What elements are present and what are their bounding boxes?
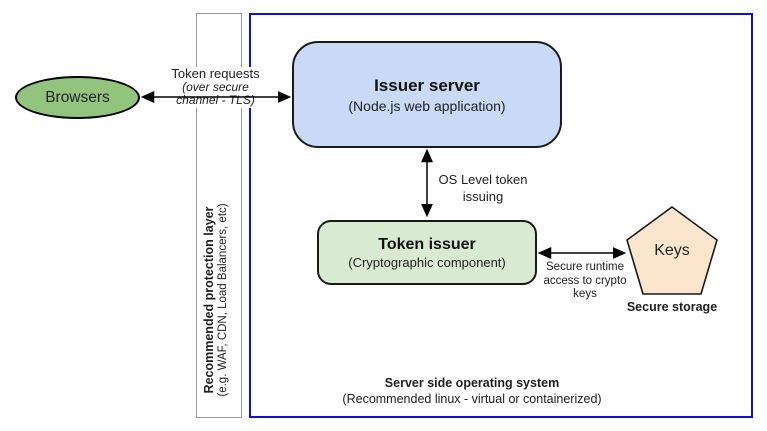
secure-runtime-line1: Secure runtime: [546, 261, 624, 273]
server-os-subtitle: (Recommended linux - virtual or containe…: [342, 391, 602, 406]
token-requests-line1: Token requests: [171, 66, 260, 81]
secure-runtime-edge-label: Secure runtime access to crypto keys: [530, 261, 640, 302]
os-level-edge-label: OS Level token issuing: [433, 172, 533, 206]
secure-storage-caption: Secure storage: [626, 300, 718, 314]
protection-layer-title: Recommended protection layer: [202, 206, 216, 394]
issuer-server-title: Issuer server: [374, 75, 480, 95]
token-issuer-subtitle: (Cryptographic component): [348, 254, 506, 270]
token-issuer-title: Token issuer: [378, 235, 476, 253]
issuer-server-subtitle: (Node.js web application): [348, 97, 506, 114]
server-os-container: [249, 13, 753, 418]
browsers-label: Browsers: [45, 88, 110, 106]
protection-layer-subtitle: (e.g. WAF, CDN, Load Balancers, etc): [217, 203, 229, 397]
protection-layer-label: Recommended protection layer (e.g. WAF, …: [202, 190, 236, 410]
issuer-server-node: Issuer server (Node.js web application): [292, 41, 562, 148]
secure-runtime-line3: keys: [573, 288, 597, 301]
os-level-line2: issuing: [462, 188, 504, 204]
token-issuer-node: Token issuer (Cryptographic component): [317, 220, 537, 285]
token-requests-line2: (over secure: [182, 80, 249, 95]
token-requests-edge-label: Token requests (over secure channel - TL…: [158, 66, 273, 108]
secure-runtime-line2: access to crypto: [543, 274, 627, 287]
keys-label: Keys: [654, 242, 690, 259]
token-requests-line3: channel - TLS): [176, 93, 255, 108]
server-os-title: Server side operating system: [384, 376, 560, 390]
browsers-node: Browsers: [15, 76, 140, 119]
os-level-line1: OS Level token: [438, 172, 528, 187]
server-os-label: Server side operating system (Recommende…: [272, 376, 672, 407]
